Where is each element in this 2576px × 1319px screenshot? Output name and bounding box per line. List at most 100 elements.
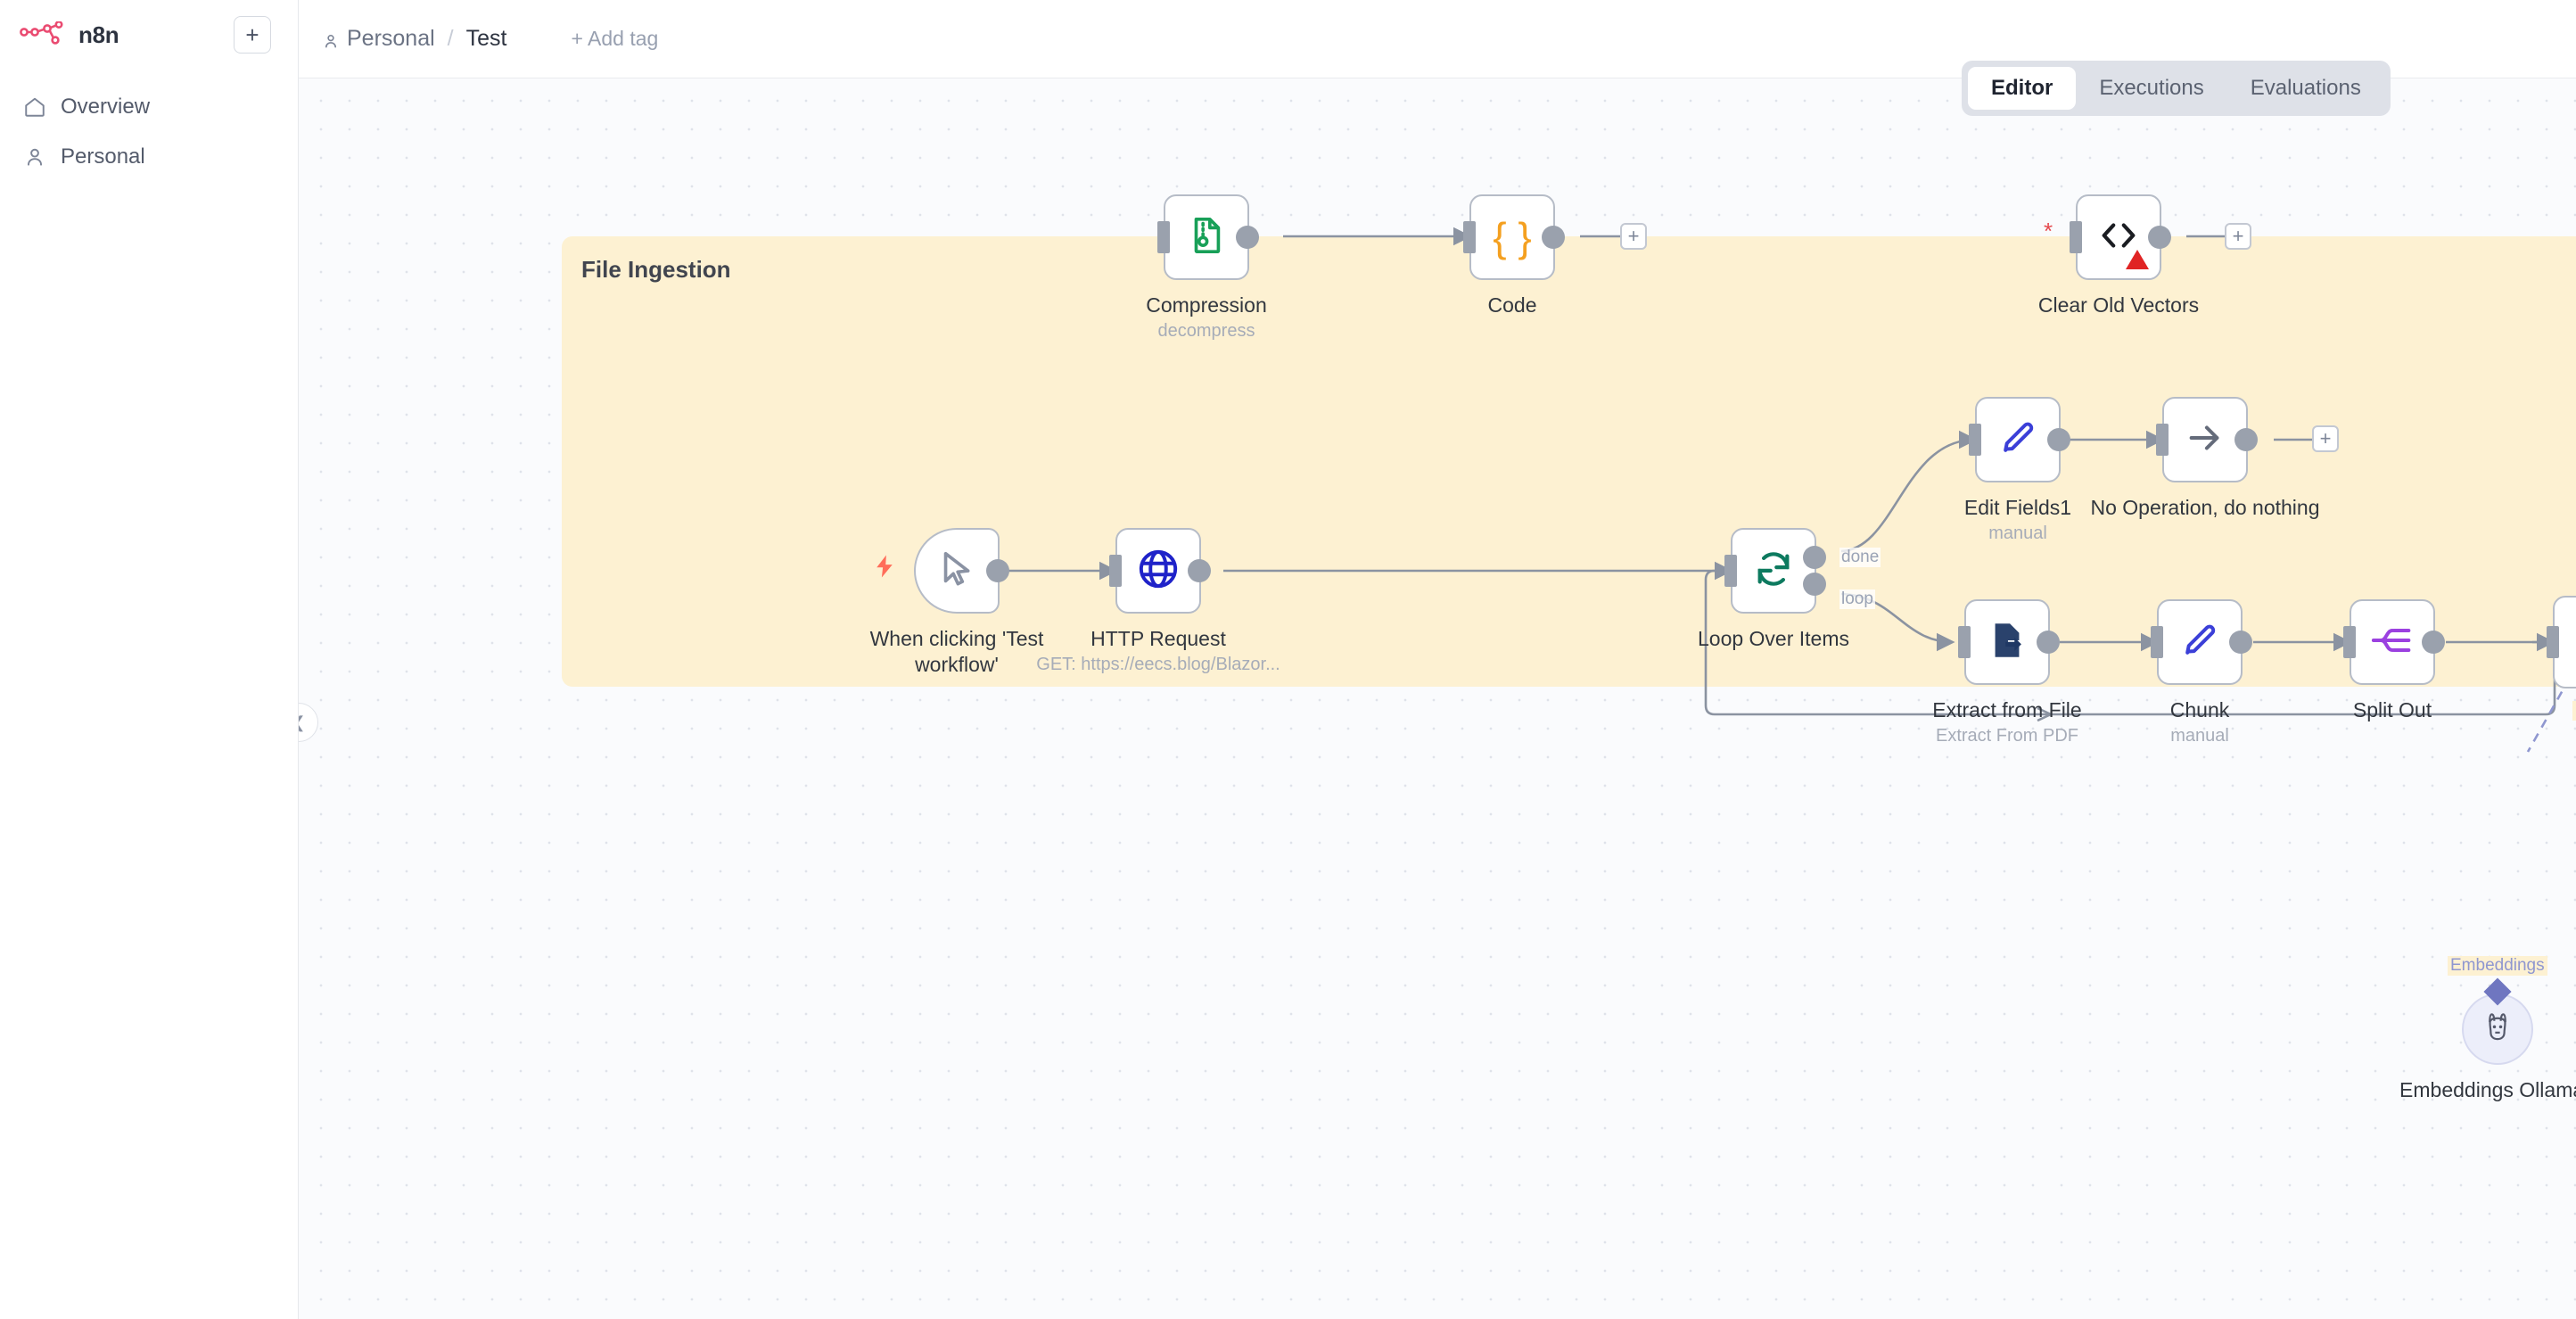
- required-marker: *: [2044, 218, 2053, 244]
- output-port[interactable]: [2047, 428, 2070, 451]
- output-port[interactable]: [2229, 631, 2252, 654]
- curly-braces-icon: { }: [1493, 214, 1532, 260]
- breadcrumb-project[interactable]: Personal: [322, 26, 435, 52]
- loop-refresh-icon: [1753, 548, 1794, 594]
- node-no-operation[interactable]: No Operation, do nothing: [2090, 397, 2320, 519]
- input-port[interactable]: [1724, 555, 1737, 587]
- pencil-icon: [1997, 417, 2038, 463]
- node-extract-from-file-box[interactable]: [1958, 599, 2060, 685]
- node-code[interactable]: { } Code: [1463, 194, 1565, 317]
- file-compress-icon: [1186, 215, 1227, 260]
- node-subtitle: Extract From PDF: [1935, 726, 2079, 746]
- sidebar-collapse-button[interactable]: ❮: [299, 703, 318, 742]
- node-extract-from-file[interactable]: Extract from File Extract From PDF: [1932, 599, 2082, 746]
- node-compression-box[interactable]: [1157, 194, 1259, 280]
- sticky-note-file-ingestion[interactable]: File Ingestion: [562, 236, 2576, 687]
- node-code-box[interactable]: { }: [1463, 194, 1565, 280]
- add-node-button-after-no-operation[interactable]: +: [2312, 425, 2339, 452]
- add-node-button-after-clear-old-vectors[interactable]: +: [2225, 223, 2251, 250]
- person-icon: [322, 30, 340, 48]
- node-loop-over-items-box[interactable]: [1724, 528, 1826, 614]
- node-title: Extract from File: [1932, 698, 2082, 721]
- output-port[interactable]: [986, 559, 1009, 582]
- output-port[interactable]: [2422, 631, 2445, 654]
- n8n-logo-icon: [20, 20, 66, 48]
- sidebar-item-personal-label: Personal: [61, 144, 145, 169]
- breadcrumb-workflow-name[interactable]: Test: [465, 26, 507, 51]
- sidebar-item-overview[interactable]: Overview: [0, 82, 298, 132]
- node-chunk[interactable]: Chunk manual: [2151, 599, 2252, 746]
- node-subtitle: GET: https://eecs.blog/Blazor...: [1036, 655, 1280, 674]
- output-port[interactable]: [2148, 226, 2171, 249]
- split-out-icon: [2371, 621, 2414, 664]
- tab-editor[interactable]: Editor: [1968, 67, 2077, 110]
- input-port[interactable]: [2343, 626, 2356, 658]
- input-port[interactable]: [1157, 221, 1170, 253]
- output-label-done: done: [1839, 548, 1881, 567]
- node-qdrant-vector-store1[interactable]: Qdrant Vector Store1 Embeddi Document*: [2547, 596, 2576, 721]
- tab-executions[interactable]: Executions: [2099, 76, 2204, 100]
- home-icon: [23, 95, 46, 119]
- node-chunk-box[interactable]: [2151, 599, 2252, 685]
- node-title: Edit Fields1: [1963, 496, 2072, 519]
- input-port[interactable]: [2070, 221, 2082, 253]
- node-edit-fields1-box[interactable]: [1969, 397, 2070, 482]
- node-split-out-box[interactable]: [2343, 599, 2445, 685]
- node-subtitle: decompress: [1157, 321, 1255, 341]
- node-subtitle: manual: [1988, 523, 2047, 543]
- node-title: Split Out: [2352, 698, 2432, 721]
- node-clear-old-vectors[interactable]: * Clear Old Vectors: [2038, 194, 2199, 317]
- subnode-embeddings-ollama1[interactable]: Embeddings Embeddings Ollam: [2399, 956, 2576, 1101]
- output-port[interactable]: [1542, 226, 1565, 249]
- node-compression[interactable]: Compression decompress: [1146, 194, 1267, 341]
- node-subtitle: manual: [2170, 726, 2229, 746]
- globe-icon: [1136, 547, 1181, 596]
- node-title: Compression: [1146, 293, 1267, 317]
- ai-connector-label-embeddings: Embeddings: [2448, 956, 2547, 976]
- node-title: No Operation, do nothing: [2090, 496, 2320, 519]
- node-title: Code: [1487, 293, 1537, 317]
- chevron-left-icon: ❮: [299, 713, 306, 732]
- output-port[interactable]: [2234, 428, 2258, 451]
- workflow-canvas[interactable]: ❮ File Ingestion: [299, 78, 2576, 1319]
- output-port[interactable]: [2037, 631, 2060, 654]
- input-port[interactable]: [1969, 424, 1981, 456]
- node-title: Clear Old Vectors: [2037, 293, 2200, 317]
- node-http-request[interactable]: HTTP Request GET: https://eecs.blog/Blaz…: [1036, 528, 1280, 674]
- node-edit-fields1[interactable]: Edit Fields1 manual: [1964, 397, 2071, 543]
- input-port[interactable]: [2547, 626, 2559, 658]
- input-port[interactable]: [1109, 555, 1122, 587]
- subnode-title: Character Text Splitter: [2563, 1282, 2576, 1319]
- cursor-pointer-icon: [936, 548, 977, 594]
- add-tag-button[interactable]: + Add tag: [571, 27, 659, 50]
- sidebar-item-personal[interactable]: Personal: [0, 132, 298, 182]
- input-port[interactable]: [2151, 626, 2163, 658]
- node-no-operation-box[interactable]: [2156, 397, 2258, 482]
- node-qdrant-vector-store1-box[interactable]: Qdrant Vector Store1: [2547, 596, 2576, 688]
- node-trigger-box[interactable]: [914, 528, 1009, 614]
- tab-evaluations[interactable]: Evaluations: [2250, 76, 2361, 100]
- node-clear-old-vectors-box[interactable]: [2070, 194, 2171, 280]
- sidebar: n8n + Overview Personal: [0, 0, 299, 1319]
- output-port[interactable]: [1236, 226, 1259, 249]
- node-when-clicking-test-workflow[interactable]: When clicking 'Test workflow': [870, 528, 1043, 676]
- code-angle-brackets-icon: [2098, 215, 2139, 260]
- node-loop-over-items[interactable]: done loop Loop Over Items: [1698, 528, 1881, 650]
- node-http-request-box[interactable]: [1109, 528, 1211, 614]
- node-split-out[interactable]: Split Out: [2343, 599, 2445, 721]
- brand-name: n8n: [78, 21, 119, 48]
- output-label-loop: loop: [1839, 589, 1875, 609]
- pencil-icon: [2179, 620, 2220, 665]
- output-port-done[interactable]: [1803, 546, 1826, 570]
- ollama-llama-icon: [2481, 1010, 2514, 1049]
- sticky-note-title: File Ingestion: [581, 256, 731, 283]
- input-port[interactable]: [1463, 221, 1476, 253]
- output-port[interactable]: [1188, 559, 1211, 582]
- output-port-loop[interactable]: [1803, 572, 1826, 596]
- input-port[interactable]: [1958, 626, 1971, 658]
- create-new-button[interactable]: +: [234, 16, 271, 54]
- input-port[interactable]: [2156, 424, 2169, 456]
- add-node-button-after-code[interactable]: +: [1620, 223, 1647, 250]
- sidebar-item-overview-label: Overview: [61, 95, 151, 119]
- brand-row: n8n +: [0, 0, 298, 70]
